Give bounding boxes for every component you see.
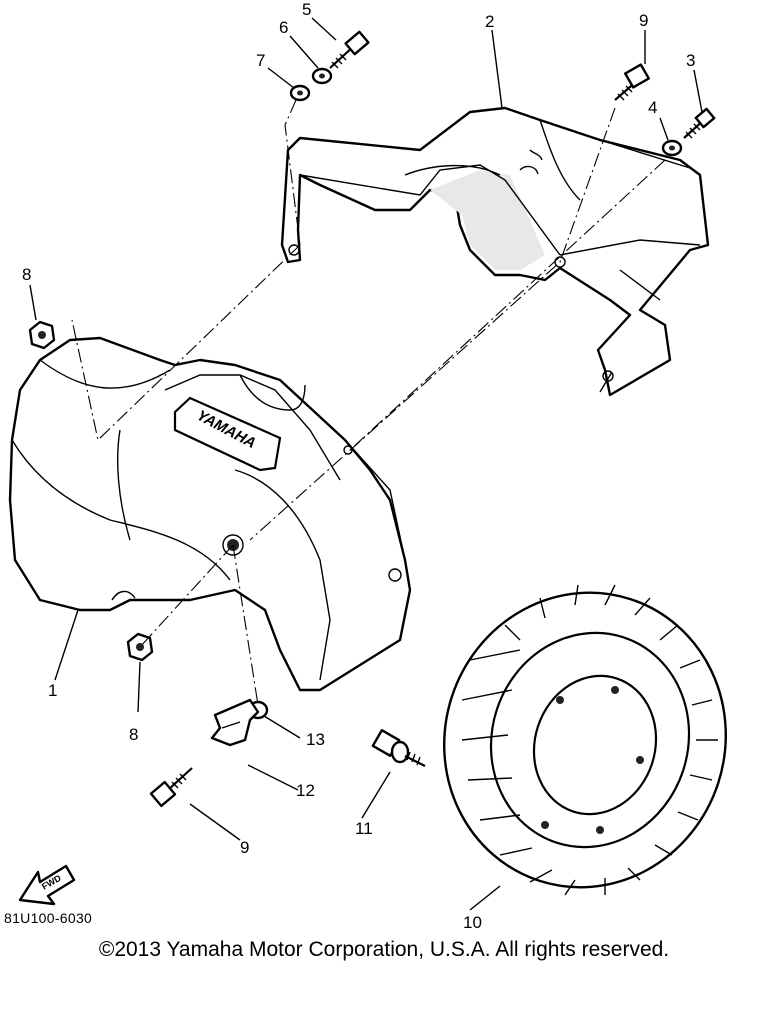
bolt-part-5: [329, 30, 370, 69]
callout-4: 4: [648, 98, 657, 117]
washer-part-6: [311, 67, 333, 85]
lower-shroud-part-1: YAMAHA: [8, 336, 412, 692]
clip-part-12: [210, 698, 260, 747]
callout-12: 12: [296, 781, 315, 800]
copyright-notice: ©2013 Yamaha Motor Corporation, U.S.A. A…: [98, 938, 670, 961]
bolt-part-9-bottom: [149, 767, 193, 808]
diagram-code: 81U100-6030: [4, 910, 93, 926]
bolt-part-3: [683, 107, 716, 139]
forward-arrow-icon: FWD: [18, 864, 76, 906]
assembly-lines: [71, 99, 666, 706]
flywheel-part-10: [443, 584, 727, 896]
callout-13: 13: [306, 730, 325, 749]
washer-part-7: [289, 84, 311, 102]
callouts: 5 6 7 2 9 3 4 8 1 8 13 12 9 11 10: [22, 0, 695, 932]
callout-11: 11: [355, 819, 373, 838]
leader-lines: [29, 17, 703, 911]
callout-8-top: 8: [22, 265, 31, 284]
callout-9-bottom: 9: [240, 838, 249, 857]
bolt-part-11: [371, 729, 426, 767]
washer-part-4: [661, 139, 683, 157]
callout-3: 3: [686, 51, 695, 70]
callout-7: 7: [256, 51, 265, 70]
callout-5: 5: [302, 0, 311, 19]
callout-2: 2: [485, 12, 494, 31]
callout-8-bottom: 8: [129, 725, 138, 744]
bolt-part-9-top: [614, 63, 650, 101]
callout-1: 1: [48, 681, 57, 700]
nut-part-8-top: [28, 320, 56, 350]
callout-6: 6: [279, 18, 288, 37]
upper-shroud-part-2: [280, 106, 710, 397]
callout-10: 10: [463, 913, 482, 932]
callout-9-top: 9: [639, 11, 648, 30]
